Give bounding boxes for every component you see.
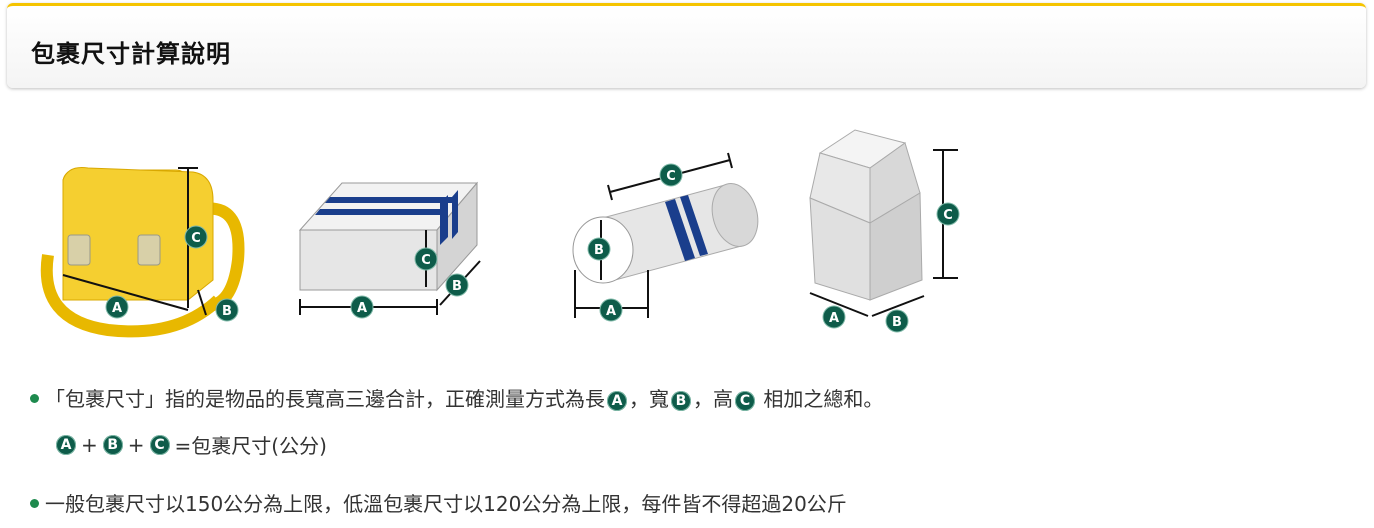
plus-sign: + — [127, 432, 145, 457]
definition-sep-height: ，高 — [693, 387, 733, 411]
svg-text:A: A — [606, 304, 616, 319]
badge-b-icon: B — [102, 434, 123, 455]
badge-c — [659, 163, 683, 187]
definition-tail: 相加之總和。 — [757, 387, 884, 411]
svg-text:B: B — [222, 304, 232, 319]
badge-c — [184, 225, 208, 249]
svg-text:C: C — [421, 253, 431, 268]
badge-a — [599, 298, 623, 322]
svg-text:A: A — [357, 301, 367, 316]
badge-a-icon: A — [607, 390, 627, 411]
bullet-dot-icon — [30, 499, 39, 508]
bag-illustration: C A B — [40, 167, 245, 338]
tube-illustration: C B A — [572, 152, 759, 322]
size-formula: A+B+C=包裹尺寸(公分) — [54, 430, 330, 459]
svg-text:A: A — [829, 311, 839, 326]
badge-b — [587, 237, 611, 261]
bullet-dot-icon — [30, 394, 39, 403]
svg-text:B: B — [892, 315, 902, 330]
badge-b — [445, 273, 469, 297]
definition-sep-width: ，寬 — [629, 387, 669, 411]
plus-sign: + — [81, 432, 98, 457]
bullet-size-limits: 一般包裹尺寸以150公分為上限，低溫包裹尺寸以120公分為上限，每件皆不得超過2… — [30, 488, 847, 517]
badge-b-icon: B — [671, 390, 691, 411]
svg-text:C: C — [943, 208, 953, 223]
section-header: 包裹尺寸計算說明 — [7, 3, 1366, 88]
svg-text:C: C — [191, 231, 201, 246]
page-title: 包裹尺寸計算說明 — [31, 40, 231, 68]
badge-a — [350, 295, 374, 319]
svg-text:A: A — [112, 301, 122, 316]
badge-c-icon: C — [735, 390, 755, 411]
svg-text:C: C — [666, 169, 676, 184]
limits-text: 一般包裹尺寸以150公分為上限，低溫包裹尺寸以120公分為上限，每件皆不得超過2… — [45, 492, 847, 516]
svg-text:B: B — [452, 279, 462, 294]
box-illustration: A C B — [298, 181, 481, 319]
svg-text:B: B — [594, 243, 604, 258]
badge-c — [936, 202, 960, 226]
badge-c — [414, 247, 438, 271]
badge-a-icon: A — [56, 434, 76, 455]
badge-a — [822, 305, 846, 329]
tall-box-illustration: C A B — [809, 129, 960, 333]
formula-result: =包裹尺寸(公分) — [174, 434, 327, 458]
badge-b — [885, 309, 909, 333]
badge-c-icon: C — [149, 434, 170, 455]
definition-text: 「包裹尺寸」指的是物品的長寬高三邊合計，正確測量方式為長 — [45, 387, 605, 411]
badge-b — [215, 298, 239, 322]
badge-a — [105, 295, 129, 319]
